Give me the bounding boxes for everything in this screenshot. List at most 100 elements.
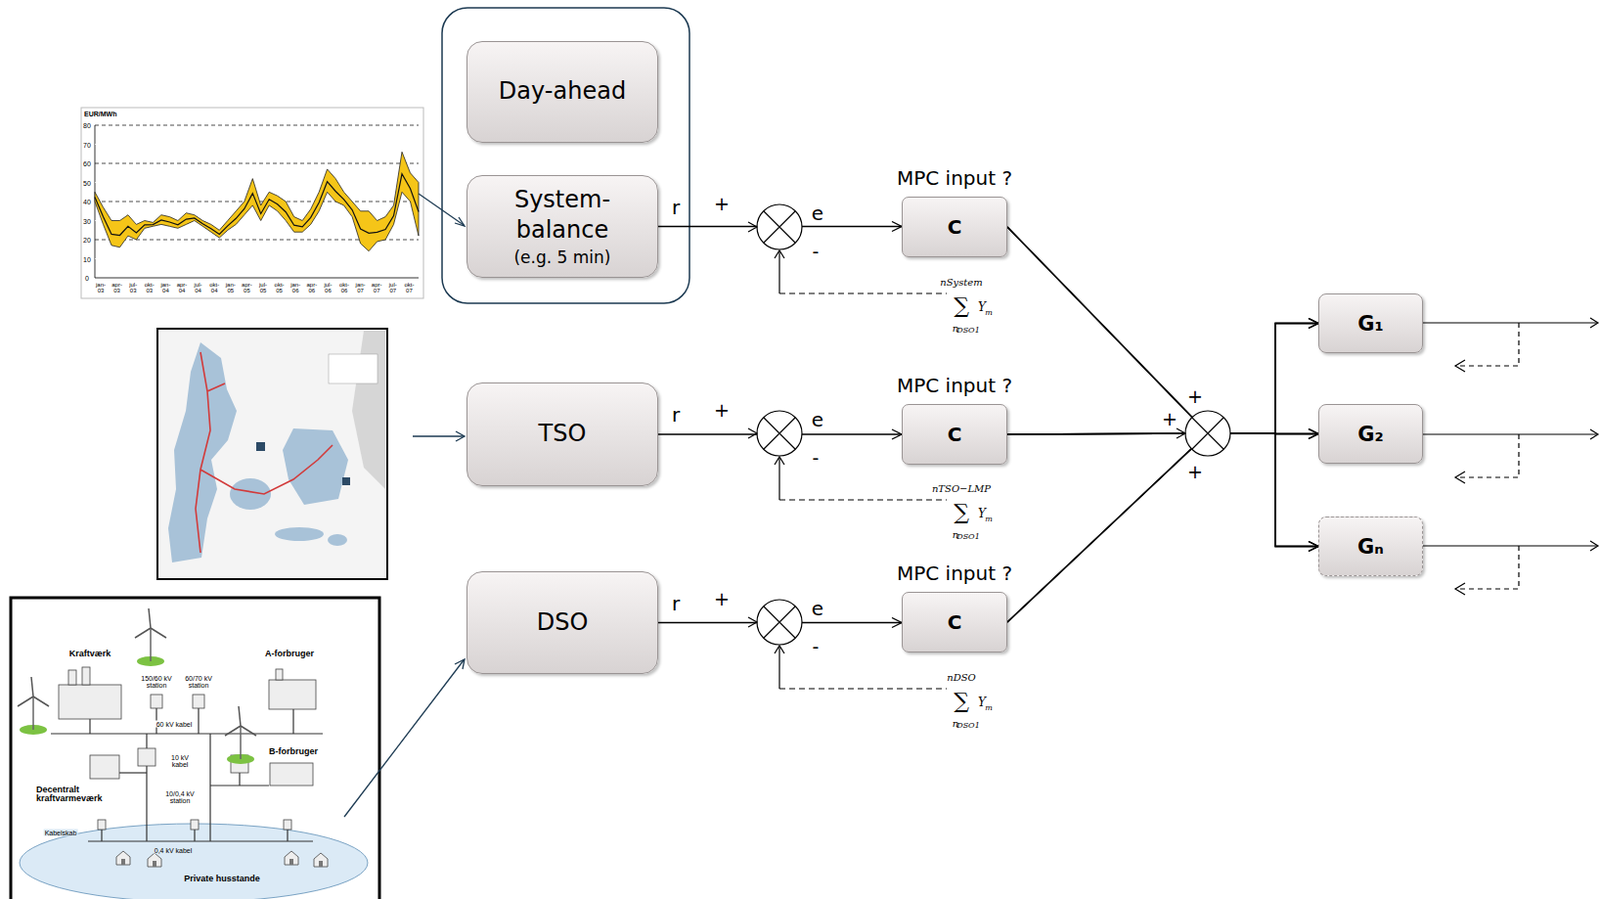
label: 10/0,4 kV station	[164, 790, 196, 804]
label: 60 kV kabel	[155, 720, 194, 728]
label: +	[1187, 387, 1203, 406]
generator-box: Gₙ	[1318, 516, 1423, 577]
label: jul- 06	[320, 281, 336, 294]
box-text: G₁	[1357, 311, 1383, 336]
label: Private husstande	[182, 874, 262, 884]
label: nTSO−LMP	[932, 484, 991, 494]
signal-arrow	[1007, 226, 1319, 547]
signal-arrow	[1007, 323, 1319, 623]
label: okt- 07	[401, 281, 417, 294]
label: jan- 04	[158, 281, 174, 294]
operator-box: DSO	[466, 571, 659, 674]
market-group	[442, 7, 690, 304]
label: +	[713, 194, 730, 214]
label: 150/60 kV station	[140, 674, 173, 689]
label: okt- 05	[271, 281, 287, 294]
box-text: C	[947, 610, 963, 634]
label: apr- 06	[304, 281, 319, 294]
label: okt- 06	[337, 281, 353, 294]
label: 30	[83, 217, 91, 224]
label: apr- 04	[175, 281, 190, 294]
label: 10 kV kabel	[164, 754, 196, 768]
label: DSO1	[956, 326, 980, 335]
label: jan- 05	[222, 281, 238, 294]
label: 0	[85, 274, 89, 282]
controller-box: MPC input ?C	[901, 591, 1008, 653]
label: apr- 03	[109, 281, 125, 294]
label: m	[984, 515, 993, 524]
label: Kraftværk	[68, 649, 113, 659]
box-text: C	[947, 422, 963, 446]
signal-arrow	[1007, 433, 1319, 623]
market-box: Day-ahead	[466, 41, 659, 143]
box-text: Day-ahead	[498, 76, 626, 107]
label: A-forbruger	[264, 649, 315, 659]
label: +	[713, 400, 730, 420]
label: e	[811, 409, 824, 430]
label: okt- 03	[141, 281, 157, 294]
label: ∑	[953, 501, 970, 524]
label: m	[984, 704, 993, 712]
signal-arrow	[1007, 433, 1319, 547]
label: apr- 07	[369, 281, 385, 294]
label: Y	[977, 696, 986, 709]
label: DSO1	[956, 721, 980, 730]
label: 0,4 kV kabel	[153, 846, 194, 854]
label: 60	[83, 160, 91, 168]
box-text: C	[947, 215, 963, 239]
label: Y	[977, 301, 986, 313]
label: -	[812, 448, 820, 468]
label: -	[812, 242, 820, 262]
box-text: (e.g. 5 min)	[513, 246, 611, 268]
box-heading: MPC input ?	[896, 561, 1013, 585]
label: 70	[83, 140, 91, 148]
label: Y	[977, 507, 986, 520]
label: ∑	[953, 690, 970, 712]
label: EUR/MWh	[84, 110, 117, 118]
label: jan- 06	[288, 281, 304, 294]
label: ∑	[953, 295, 970, 317]
generator-box: G₂	[1318, 403, 1423, 464]
label: jul- 03	[126, 281, 141, 294]
label: okt- 04	[207, 281, 223, 294]
box-text: G₂	[1357, 422, 1383, 446]
label: +	[1161, 409, 1178, 429]
label: +	[1187, 462, 1203, 482]
denmark-map	[157, 328, 388, 579]
label: nSystem	[939, 277, 983, 288]
label: jul- 07	[385, 281, 400, 294]
controller-box: MPC input ?C	[901, 196, 1008, 258]
box-heading: MPC input ?	[896, 166, 1013, 190]
label: +	[713, 589, 730, 609]
label: e	[811, 203, 824, 223]
label: nDSO	[946, 672, 977, 683]
label: Kabelskab	[44, 829, 79, 837]
edge-label: r	[669, 593, 682, 614]
label: DSO1	[956, 533, 980, 541]
signal-arrow	[1007, 226, 1319, 434]
box-text: DSO	[536, 607, 589, 638]
label: apr- 05	[239, 281, 255, 294]
label: jan- 07	[353, 281, 368, 294]
label: B-forbruger	[267, 747, 319, 756]
label: 40	[83, 198, 91, 206]
label: 20	[83, 236, 91, 244]
box-text: Gₙ	[1357, 534, 1384, 559]
label: e	[811, 598, 824, 619]
grid-illustration	[10, 597, 380, 899]
label: 10	[83, 255, 91, 263]
price-chart	[81, 107, 424, 299]
label: 50	[83, 178, 91, 186]
market-box: System-balance(e.g. 5 min)	[466, 175, 659, 278]
generator-box: G₁	[1318, 293, 1423, 354]
edge-label: r	[669, 404, 682, 425]
label: -	[812, 637, 820, 657]
label: jul- 04	[190, 281, 206, 294]
label: 80	[83, 122, 91, 130]
label: jan- 03	[93, 281, 109, 294]
label: m	[984, 309, 993, 317]
label: jul- 05	[256, 281, 271, 294]
label: 60/70 kV station	[182, 674, 215, 689]
box-text: TSO	[538, 418, 587, 449]
box-text: System-balance	[484, 184, 641, 246]
